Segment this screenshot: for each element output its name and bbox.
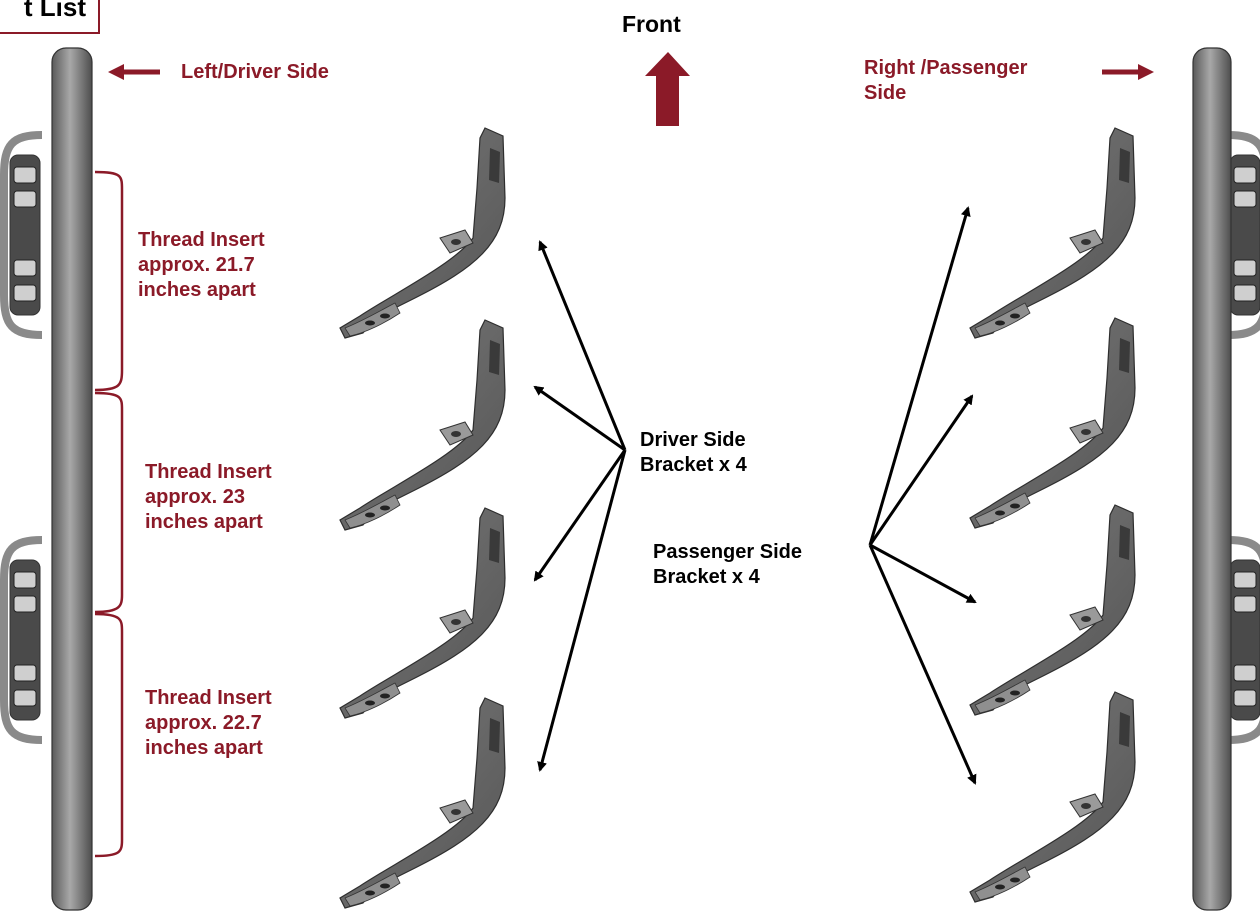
spacing-label-3-line1: Thread Insert [145, 687, 272, 709]
spacing-label-3-line3: inches apart [145, 736, 263, 759]
spacing-label-1-line1: Thread Insert [138, 229, 265, 251]
brace-1 [94, 170, 124, 392]
page-title: t List [0, 0, 100, 34]
spacing-label-2-line2: approx. 23 [145, 485, 246, 508]
driver-bracket-label: Driver Side Bracket x 4 [640, 428, 747, 478]
passenger-bracket-3 [969, 504, 1136, 716]
left-arrow-icon [108, 64, 160, 80]
driver-bracket-4 [339, 697, 506, 909]
passenger-bracket-label: Passenger Side Bracket x 4 [653, 540, 802, 590]
passenger-brackets [969, 127, 1136, 903]
driver-bracket-1 [339, 127, 506, 339]
spacing-braces [94, 170, 124, 858]
spacing-label-1-line2: approx. 21.7 [138, 253, 255, 276]
spacing-label-2-line1: Thread Insert [145, 461, 272, 483]
passenger-callout-arrows [868, 206, 977, 785]
right-side-label-line2: Side [864, 81, 907, 104]
spacing-label-3: Thread Insert approx. 22.7 inches apart [145, 686, 272, 760]
passenger-bracket-4 [969, 691, 1136, 903]
passenger-bracket-2 [969, 317, 1136, 529]
passenger-bracket-label-line2: Bracket x 4 [653, 565, 760, 588]
driver-brackets [339, 127, 506, 909]
front-arrow-icon [645, 52, 690, 126]
brace-2 [94, 391, 124, 614]
left-running-board [4, 47, 93, 911]
spacing-label-2: Thread Insert approx. 23 inches apart [145, 460, 272, 534]
left-step-pad-lower [4, 540, 42, 740]
driver-bracket-3 [339, 507, 506, 719]
right-side-label-line1: Right /Passenger [864, 57, 1028, 79]
spacing-label-1: Thread Insert approx. 21.7 inches apart [138, 228, 265, 302]
left-step-pad-upper [4, 135, 42, 335]
spacing-label-1-line3: inches apart [138, 278, 256, 301]
driver-bracket-label-line2: Bracket x 4 [640, 453, 747, 476]
passenger-bracket-1 [969, 127, 1136, 339]
passenger-bracket-label-line1: Passenger Side [653, 541, 802, 563]
right-step-pad-upper [1228, 135, 1260, 335]
right-running-board [1192, 47, 1260, 911]
right-arrow-icon [1102, 64, 1154, 80]
driver-bracket-2 [339, 319, 506, 531]
right-side-label: Right /Passenger Side [864, 56, 1027, 106]
spacing-label-2-line3: inches apart [145, 510, 263, 533]
spacing-label-3-line2: approx. 22.7 [145, 711, 262, 734]
right-step-pad-lower [1228, 540, 1260, 740]
left-side-label: Left/Driver Side [181, 61, 329, 83]
brace-3 [94, 612, 124, 858]
driver-bracket-label-line1: Driver Side [640, 429, 746, 451]
driver-callout-arrows [533, 240, 627, 772]
front-label: Front [622, 11, 681, 37]
